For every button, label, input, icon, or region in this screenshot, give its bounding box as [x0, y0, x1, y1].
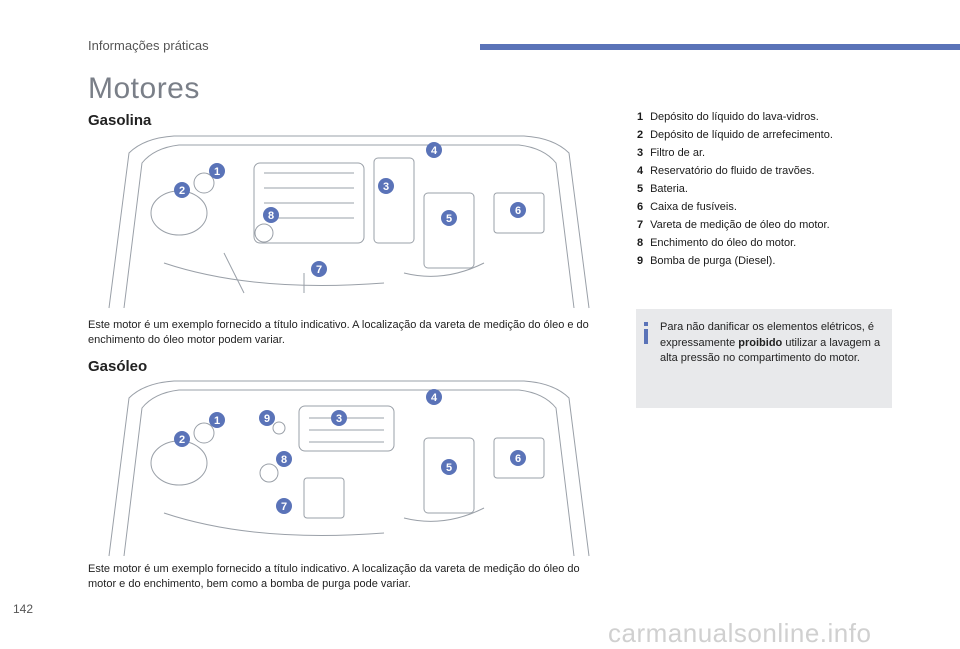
callout-badge-6	[510, 450, 526, 466]
legend-text: Depósito do líquido do lava-vidros.	[650, 111, 819, 123]
legend-text: Enchimento do óleo do motor.	[650, 237, 797, 249]
callout-label-1: 1	[214, 415, 220, 427]
callout-label-3: 3	[336, 413, 342, 425]
callout-badge-7	[276, 498, 292, 514]
info-icon	[644, 322, 648, 344]
callout-badge-7	[311, 261, 327, 277]
callout-badge-1	[209, 163, 225, 179]
legend-number: 6	[637, 201, 644, 213]
page-number: 142	[13, 602, 34, 616]
legend-number: 7	[637, 219, 644, 231]
callout-label-5: 5	[446, 462, 452, 474]
info-text: Para não danificar os elementos elétrico…	[660, 321, 881, 364]
legend-item: 1 Depósito do líquido do lava-vidros.	[637, 108, 897, 126]
gasoleo-callouts: 1 2 3 4 5 6 7 8 9	[174, 389, 526, 514]
callout-label-6: 6	[515, 205, 521, 217]
callout-badge-2	[174, 431, 190, 447]
callout-badge-1	[209, 412, 225, 428]
legend-item: 5 Bateria.	[637, 180, 897, 198]
callout-label-7: 7	[281, 501, 287, 513]
callout-label-8: 8	[268, 210, 274, 222]
callout-badge-3	[378, 178, 394, 194]
callout-label-7: 7	[316, 264, 322, 276]
section-title-gasoleo: Gasóleo	[88, 358, 148, 375]
callout-label-4: 4	[431, 145, 438, 157]
info-icon-bar	[644, 329, 648, 344]
page-title: Motores	[88, 72, 200, 105]
legend-item: 6 Caixa de fusíveis.	[637, 198, 897, 216]
watermark: carmanualsonline.info	[608, 618, 872, 648]
legend-number: 3	[637, 147, 644, 159]
section-title-gasolina: Gasolina	[88, 112, 152, 129]
callout-label-1: 1	[214, 166, 220, 178]
callout-label-5: 5	[446, 213, 452, 225]
legend-number: 8	[637, 237, 644, 249]
legend-number: 2	[637, 129, 644, 141]
callout-badge-5	[441, 210, 457, 226]
callout-label-9: 9	[264, 413, 270, 425]
callout-badge-4	[426, 142, 442, 158]
gasolina-callouts: 1 2 3 4 5 6 7 8	[174, 142, 526, 277]
callout-badge-2	[174, 182, 190, 198]
header-section-title: Informações práticas	[88, 38, 209, 53]
legend-text: Bomba de purga (Diesel).	[650, 255, 776, 267]
legend-number: 5	[637, 183, 644, 195]
legend-item: 8 Enchimento do óleo do motor.	[637, 234, 897, 252]
callout-badge-5	[441, 459, 457, 475]
header-accent-bar	[480, 44, 960, 50]
callout-badge-8	[263, 207, 279, 223]
callout-label-2: 2	[179, 434, 185, 446]
legend-number: 9	[637, 255, 644, 267]
callout-label-6: 6	[515, 453, 521, 465]
info-icon-dot	[644, 322, 648, 326]
callout-badge-4	[426, 389, 442, 405]
legend-item: 7 Vareta de medição de óleo do motor.	[637, 216, 897, 234]
engine-figure-gasolina: 1 2 3 4 5 6 7 8	[108, 135, 590, 309]
legend-number: 4	[637, 165, 644, 177]
callout-badge-3	[331, 410, 347, 426]
legend-number: 1	[637, 111, 644, 123]
caption-gasoleo: Este motor é um exemplo fornecido a títu…	[88, 563, 580, 590]
callout-badge-9	[259, 410, 275, 426]
legend-text: Depósito de líquido de arrefecimento.	[650, 129, 833, 141]
legend-list: 1 Depósito do líquido do lava-vidros. 2 …	[637, 108, 897, 270]
legend-item: 2 Depósito de líquido de arrefecimento.	[637, 126, 897, 144]
callout-label-8: 8	[281, 454, 287, 466]
legend-text: Reservatório do fluido de travões.	[650, 165, 815, 177]
callout-badge-6	[510, 202, 526, 218]
legend-text: Bateria.	[650, 183, 688, 195]
caption-gasolina: Este motor é um exemplo fornecido a títu…	[88, 319, 589, 346]
legend-text: Caixa de fusíveis.	[650, 201, 737, 213]
legend-item: 3 Filtro de ar.	[637, 144, 897, 162]
legend-text: Filtro de ar.	[650, 147, 706, 159]
info-box: Para não danificar os elementos elétrico…	[636, 309, 892, 408]
engine-figure-gasoleo: 1 2 3 4 5 6 7 8 9	[108, 380, 590, 557]
callout-badge-8	[276, 451, 292, 467]
callout-label-4: 4	[431, 392, 438, 404]
callout-label-2: 2	[179, 185, 185, 197]
legend-text: Vareta de medição de óleo do motor.	[650, 219, 830, 231]
info-bold-word: proibido	[738, 336, 783, 349]
legend-item: 4 Reservatório do fluido de travões.	[637, 162, 897, 180]
legend-item: 9 Bomba de purga (Diesel).	[637, 252, 897, 270]
callout-label-3: 3	[383, 181, 389, 193]
